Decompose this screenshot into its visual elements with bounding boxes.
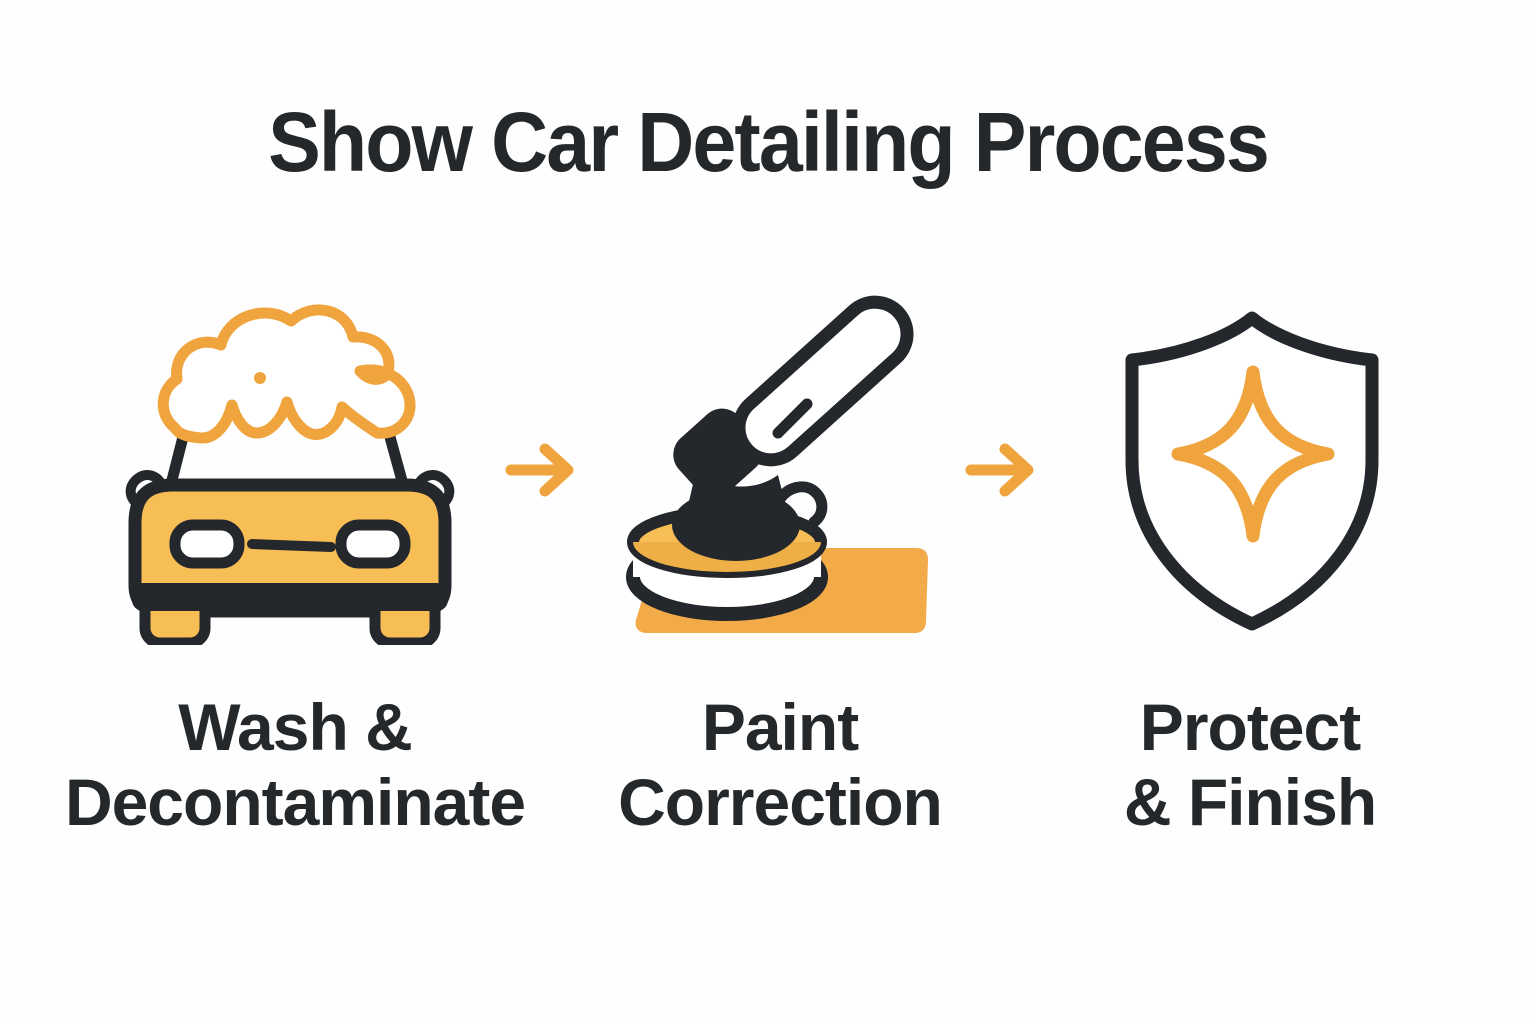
step-protect-icon-wrap [1118, 310, 1386, 632]
arrow-icon-1 [505, 441, 585, 499]
car-wash-foam-icon [125, 304, 455, 645]
car-headlight-right [335, 519, 411, 569]
step-protect-label: Protect & Finish [1123, 690, 1377, 840]
dual-action-polisher-icon [626, 295, 928, 633]
step-wash-icon-wrap [115, 295, 465, 645]
foam-cloud [157, 304, 416, 444]
foam-bubble-dot [254, 372, 266, 384]
page-title: Show Car Detailing Process [268, 95, 1270, 189]
car-grille-line [247, 539, 336, 552]
step-paint-label: Paint Correction [618, 690, 943, 840]
right-arrow-icon [965, 443, 1034, 497]
polisher-head [672, 489, 800, 561]
step-paint-icon-wrap [608, 293, 958, 661]
sparkle-star [1171, 365, 1335, 543]
car-bumper [132, 583, 448, 611]
arrow-icon-2 [965, 441, 1045, 499]
step-wash-label: Wash & Decontaminate [64, 690, 526, 840]
shield-sparkle-icon [1125, 311, 1379, 631]
polisher-cord [774, 481, 828, 528]
polisher-handle [732, 295, 914, 467]
right-arrow-icon [505, 443, 574, 497]
car-headlight-left [169, 519, 245, 569]
handle-detail-line [772, 398, 813, 439]
